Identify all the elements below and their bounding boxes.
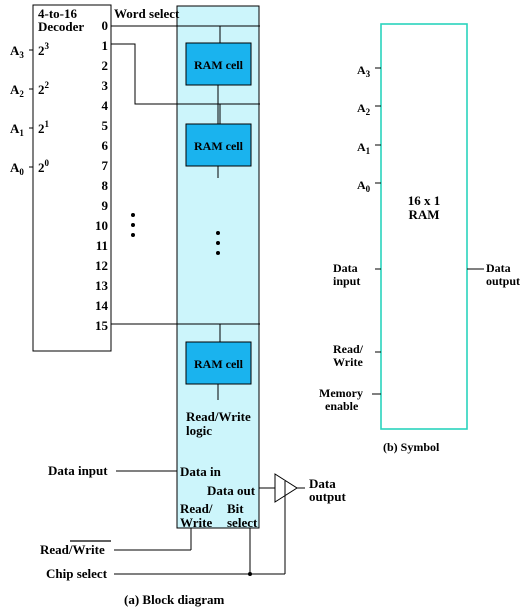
decoder-output-5: 5 [102, 118, 109, 133]
chip-select-label: Chip select [46, 566, 108, 581]
symbol-data-output-line2: output [486, 274, 520, 288]
symbol-read-write-line2: Write [333, 355, 363, 369]
symbol-memory-enable-line1: Memory [319, 386, 363, 400]
decoder-output-2: 2 [102, 58, 109, 73]
decoder-output-4: 4 [102, 98, 109, 113]
ram-cell-0: RAM cell [185, 42, 252, 86]
decoder-output-10: 10 [95, 218, 108, 233]
ellipsis-dots-array [216, 231, 220, 255]
decoder-title-line1: 4-to-16 [38, 6, 77, 21]
decoder-output-8: 8 [102, 178, 109, 193]
ram-cell-1: RAM cell [185, 123, 252, 167]
svg-text:A1: A1 [10, 121, 24, 138]
decoder-input-a2: A2 22 [10, 80, 50, 99]
decoder-output-3: 3 [102, 78, 109, 93]
word-lines [111, 25, 260, 342]
read-write-signal-label: Read/Write [40, 542, 105, 557]
svg-text:A0: A0 [10, 160, 24, 177]
decoder-box [32, 4, 112, 352]
svg-text:21: 21 [38, 119, 50, 136]
decoder-output-15: 15 [95, 318, 109, 333]
symbol-address-inputs: A3 A2 A1 A0 [357, 63, 381, 194]
ram-cell-15: RAM cell [185, 341, 252, 385]
decoder-output-6: 6 [102, 138, 109, 153]
symbol-read-write-line1: Read/ [333, 342, 364, 356]
symbol-caption: (b) Symbol [383, 440, 440, 454]
svg-text:20: 20 [38, 158, 50, 175]
symbol-data-input-line2: input [333, 274, 360, 288]
bit-select-line1: Bit [227, 501, 244, 516]
block-diagram-caption: (a) Block diagram [124, 592, 225, 607]
symbol-memory-enable-line2: enable [325, 399, 359, 413]
bit-select-junction [248, 572, 252, 576]
symbol-title-line1: 16 x 1 [408, 193, 441, 208]
symbol-data-input-line1: Data [333, 261, 358, 275]
ram-cells: RAM cell RAM cell RAM cell [185, 42, 252, 385]
svg-text:A0: A0 [357, 178, 371, 194]
svg-text:23: 23 [38, 41, 50, 58]
symbol-title-line2: RAM [408, 207, 439, 222]
decoder-output-13: 13 [95, 278, 109, 293]
svg-text:RAM cell: RAM cell [194, 139, 244, 153]
svg-text:A1: A1 [357, 140, 371, 156]
decoder-output-0: 0 [102, 18, 109, 33]
decoder-output-14: 14 [95, 298, 109, 313]
rw-logic-line2: logic [186, 423, 212, 438]
decoder-output-11: 11 [96, 238, 108, 253]
svg-text:A2: A2 [357, 101, 371, 117]
svg-text:RAM cell: RAM cell [194, 58, 244, 72]
decoder-input-a3: A3 23 [10, 41, 50, 60]
data-in-label: Data in [180, 464, 222, 479]
symbol-data-output-line1: Data [486, 261, 511, 275]
data-output-line2: output [309, 489, 347, 504]
decoder-input-a1: A1 21 [10, 119, 50, 138]
data-out-label: Data out [207, 483, 256, 498]
svg-text:RAM cell: RAM cell [194, 357, 244, 371]
symbol-input-a3: A3 [357, 63, 381, 79]
symbol-ram-box [380, 23, 468, 430]
symbol-input-a1: A1 [357, 140, 381, 156]
svg-text:A2: A2 [10, 82, 24, 99]
rw-inner-line2: Write [180, 515, 212, 530]
decoder-title-line2: Decoder [38, 19, 84, 34]
svg-text:A3: A3 [10, 43, 24, 60]
decoder-input-a0: A0 20 [10, 158, 50, 177]
bit-select-line2: select [227, 515, 258, 530]
ellipsis-dots-decoder [131, 213, 135, 237]
decoder-output-9: 9 [102, 198, 109, 213]
symbol-input-a0: A0 [357, 178, 381, 194]
svg-text:22: 22 [38, 80, 50, 97]
rw-inner-line1: Read/ [180, 501, 213, 516]
symbol-input-a2: A2 [357, 101, 381, 117]
word-select-label: Word select [114, 6, 180, 21]
decoder-output-7: 7 [102, 158, 109, 173]
output-buffer-triangle [274, 473, 298, 503]
decoder-output-12: 12 [95, 258, 108, 273]
decoder-inputs: A3 23 A2 22 A1 21 A0 20 [10, 41, 50, 177]
data-input-label: Data input [48, 463, 108, 478]
rw-logic-line1: Read/Write [186, 409, 251, 424]
data-output-line1: Data [309, 476, 336, 491]
svg-text:A3: A3 [357, 63, 371, 79]
decoder-output-1: 1 [102, 38, 109, 53]
